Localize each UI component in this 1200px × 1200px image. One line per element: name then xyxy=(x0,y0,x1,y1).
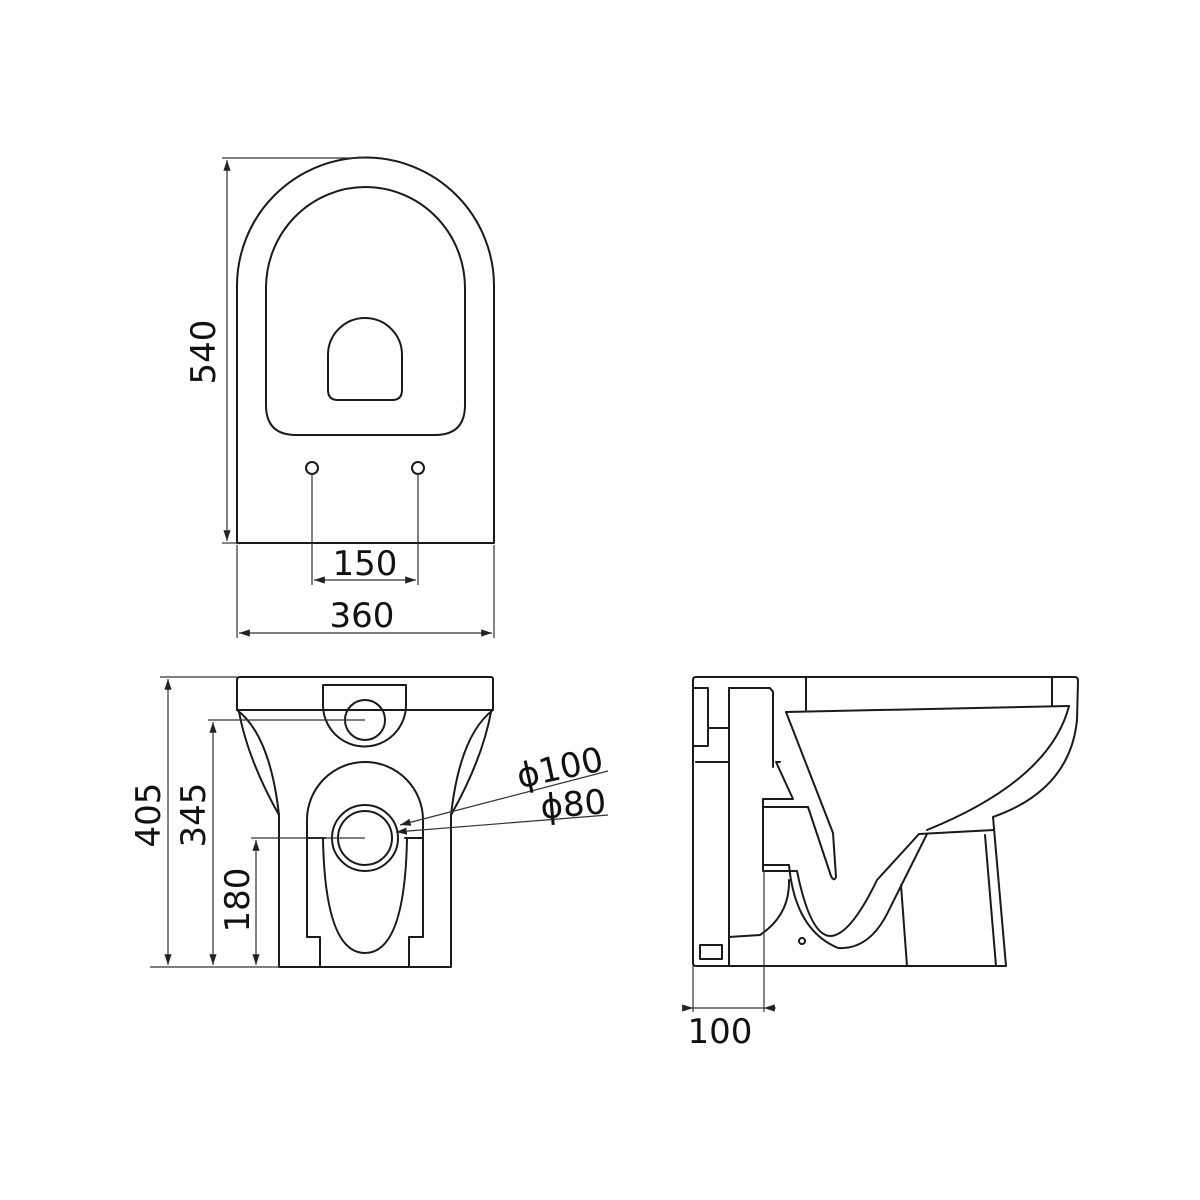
fixing-hole-left xyxy=(305,461,319,475)
side-outline xyxy=(692,676,1079,967)
inlet-recess xyxy=(322,684,407,748)
dimension-inlet-label: 345 xyxy=(174,783,214,848)
top-view: 540 150 360 xyxy=(184,156,495,638)
dimension-outlet-label: 180 xyxy=(218,868,258,933)
dimension-length-label: 540 xyxy=(184,320,224,385)
fixing-hole-right xyxy=(411,461,425,475)
bowl-rim-line xyxy=(785,705,1070,713)
dimension-fixing-label: 150 xyxy=(333,544,398,584)
front-rim xyxy=(236,676,494,711)
front-view: 405 345 180 ϕ100 ϕ80 xyxy=(129,676,609,968)
bowl-inner xyxy=(762,711,837,881)
lid-recess xyxy=(327,317,403,401)
diameter-80-label: ϕ80 xyxy=(539,782,608,828)
dimension-width-label: 360 xyxy=(330,596,395,636)
dimension-height-label: 405 xyxy=(129,783,169,848)
pan-outline-top xyxy=(236,156,495,544)
seat-outline xyxy=(265,186,466,436)
dimension-wall-label: 100 xyxy=(688,1012,753,1052)
foot-arch xyxy=(306,761,424,968)
side-view: 100 xyxy=(682,676,1079,1052)
